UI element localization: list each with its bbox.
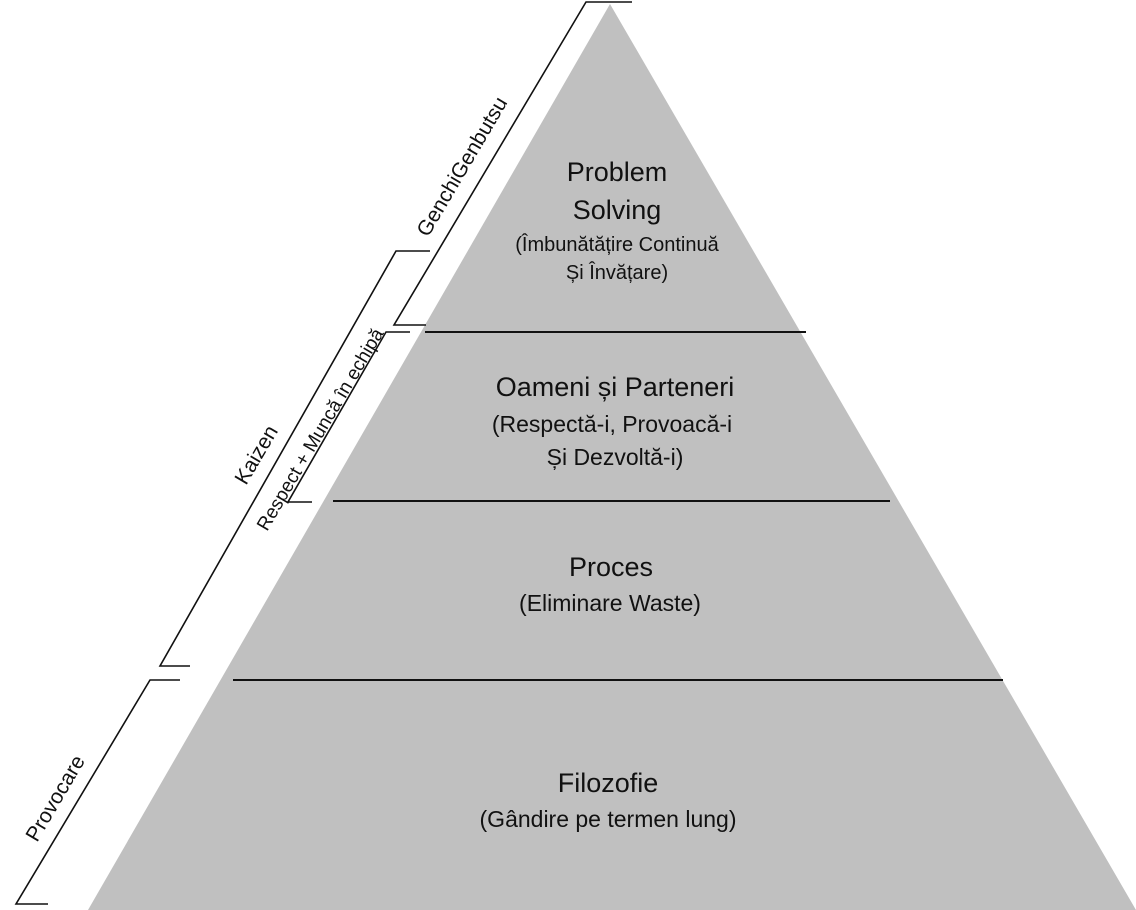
- tier-oameni-parteneri-title: Oameni și Parteneri: [496, 372, 735, 402]
- side-label-kaizen: Kaizen: [230, 422, 282, 489]
- tier-proces-title: Proces: [569, 552, 653, 582]
- tier-proces-subtitle: (Eliminare Waste): [519, 590, 701, 616]
- tier-filozofie: Filozofie (Gândire pe termen lung): [480, 768, 737, 832]
- tier-filozofie-subtitle: (Gândire pe termen lung): [480, 806, 737, 832]
- tier-problem-solving-title-2: Solving: [573, 195, 662, 225]
- tier-problem-solving-subtitle-1: (Îmbunătățire Continuă: [515, 233, 719, 256]
- tier-oameni-parteneri-subtitle-2: Și Dezvoltă-i): [547, 444, 684, 470]
- bracket-provocare: [14, 679, 180, 905]
- bracket-genchi-genbutsu: [392, 1, 632, 326]
- tier-problem-solving: Problem Solving (Îmbunătățire Continuă Ș…: [515, 157, 719, 284]
- tier-proces: Proces (Eliminare Waste): [519, 552, 701, 616]
- tier-filozofie-title: Filozofie: [558, 768, 659, 798]
- tier-oameni-parteneri: Oameni și Parteneri (Respectă-i, Provoac…: [492, 372, 734, 470]
- bracket-respect: [286, 331, 410, 503]
- tier-problem-solving-subtitle-2: Și Învățare): [566, 261, 668, 284]
- tier-problem-solving-title-1: Problem: [567, 157, 668, 187]
- bracket-kaizen: [158, 250, 430, 667]
- tier-oameni-parteneri-subtitle-1: (Respectă-i, Provoacă-i: [492, 411, 732, 437]
- pyramid-shape: [88, 4, 1136, 910]
